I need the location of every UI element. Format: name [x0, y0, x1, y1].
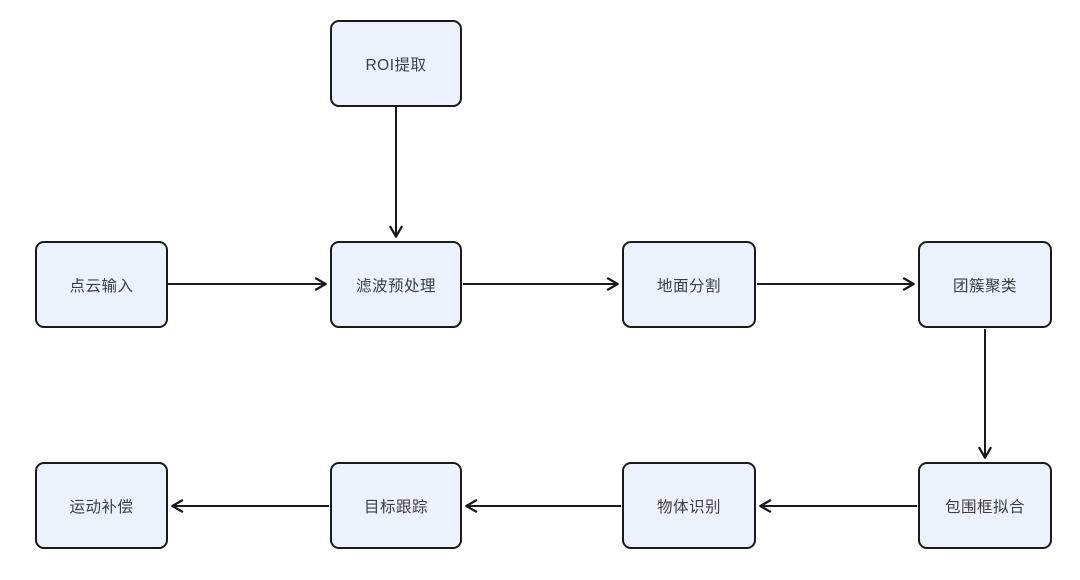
node-label: 点云输入: [69, 277, 134, 295]
node-roi-extraction: ROI提取: [330, 20, 462, 107]
node-label: 团簇聚类: [952, 277, 1017, 295]
node-target-tracking: 目标跟踪: [330, 462, 462, 549]
node-label: 包围框拟合: [944, 498, 1025, 516]
node-filter-preprocessing: 滤波预处理: [330, 241, 462, 328]
node-cluster-clustering: 团簇聚类: [918, 241, 1052, 328]
node-motion-compensation: 运动补偿: [35, 462, 168, 549]
node-point-cloud-input: 点云输入: [35, 241, 168, 328]
node-label: 地面分割: [656, 277, 721, 295]
node-label: 目标跟踪: [363, 498, 428, 516]
node-label: 滤波预处理: [355, 277, 436, 295]
node-object-recognition: 物体识别: [622, 462, 756, 549]
node-ground-segmentation: 地面分割: [622, 241, 756, 328]
node-bounding-box-fitting: 包围框拟合: [918, 462, 1052, 549]
node-label: 物体识别: [656, 498, 721, 516]
node-label: 运动补偿: [69, 498, 134, 516]
node-label: ROI提取: [365, 56, 427, 74]
